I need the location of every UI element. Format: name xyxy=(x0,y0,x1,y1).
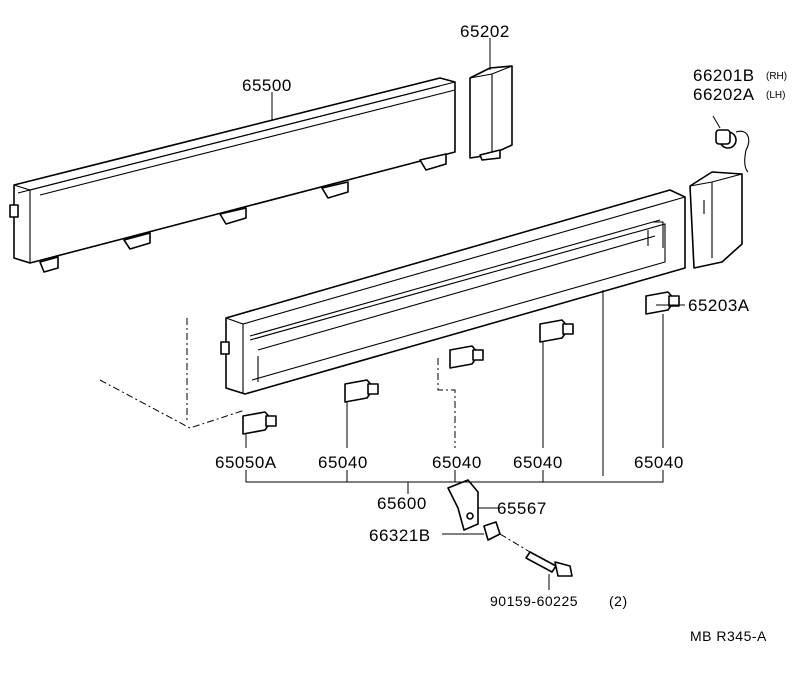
corner-cap-65203a xyxy=(689,171,743,269)
label-65040-3: 65040 xyxy=(513,453,563,472)
cover-65202 xyxy=(469,65,513,161)
label-65600: 65600 xyxy=(377,494,427,513)
label-66202a: 66202A xyxy=(693,85,755,104)
side-panel-lower xyxy=(220,189,686,395)
clip-65040-2 xyxy=(449,345,484,369)
label-66202a-side: (LH) xyxy=(766,90,785,101)
label-65050a: 65050A xyxy=(215,453,277,472)
side-panel-upper xyxy=(9,77,456,273)
diagram-code: MB R345-A xyxy=(690,628,767,644)
label-65040-1: 65040 xyxy=(318,453,368,472)
label-90159-60225: 90159-60225 xyxy=(490,593,578,609)
label-65040-2: 65040 xyxy=(432,453,482,472)
label-90159-qty: (2) xyxy=(609,593,628,609)
lamp-66201b xyxy=(712,115,750,173)
clip-65050a xyxy=(242,411,277,435)
label-66321b: 66321B xyxy=(369,526,431,545)
nut-66321b xyxy=(483,521,501,541)
label-65202: 65202 xyxy=(460,22,510,41)
label-66201b: 66201B xyxy=(693,66,755,85)
label-65040-4: 65040 xyxy=(634,453,684,472)
label-66201b-side: (RH) xyxy=(766,71,787,82)
bracket-65567 xyxy=(447,479,479,531)
label-65567: 65567 xyxy=(497,499,547,518)
clip-65040-3 xyxy=(539,319,574,343)
label-65500: 65500 xyxy=(242,76,292,95)
part-labels: 65202 65500 66201B (RH) 66202A (LH) 6520… xyxy=(215,22,787,644)
leader-lines xyxy=(245,38,685,590)
clip-65040-1 xyxy=(344,379,379,403)
label-65203a: 65203A xyxy=(688,296,750,315)
clip-65040-4 xyxy=(645,291,680,315)
bolt-90159 xyxy=(499,533,573,577)
body-outline xyxy=(99,318,246,429)
